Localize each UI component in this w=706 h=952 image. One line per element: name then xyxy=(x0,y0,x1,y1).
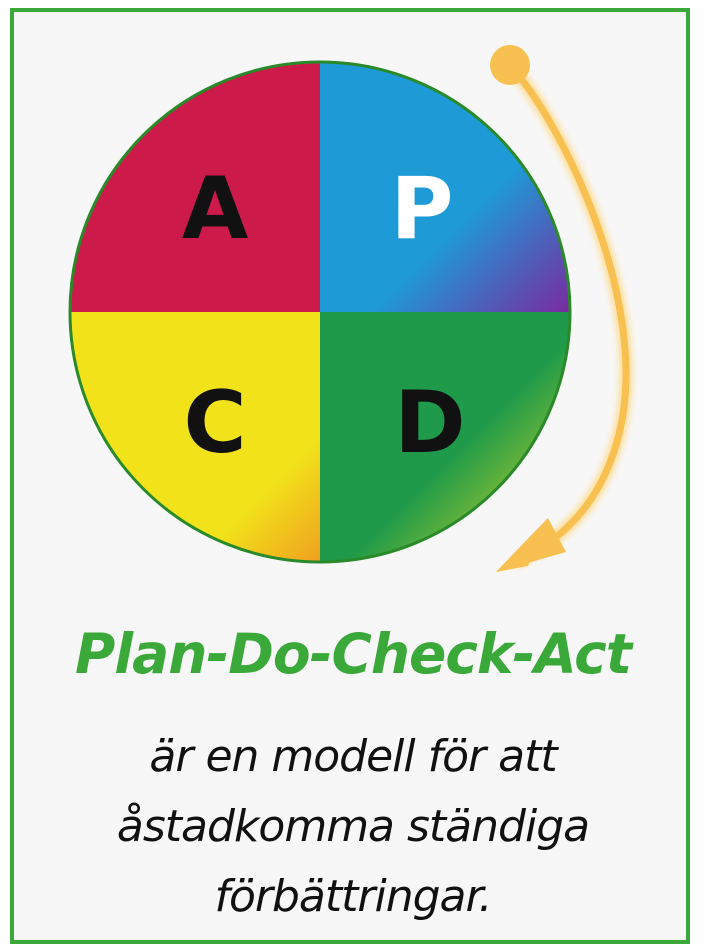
pdca-diagram: A P C D xyxy=(68,45,633,572)
description-line-1: är en modell för att xyxy=(149,731,557,782)
letter-d: D xyxy=(394,373,465,473)
arrow-start-dot xyxy=(490,45,530,85)
quadrant-do xyxy=(320,312,570,562)
quadrant-plan xyxy=(320,62,570,312)
cycle-arrow xyxy=(490,45,633,572)
quadrant-act xyxy=(70,62,320,312)
circle-outline xyxy=(68,60,572,564)
letter-p: P xyxy=(390,159,453,259)
description-line-2: åstadkomma ständiga xyxy=(116,801,590,852)
description-line-3: förbättringar. xyxy=(214,871,492,922)
letter-a: A xyxy=(182,159,249,259)
quadrant-check xyxy=(70,312,320,562)
description: är en modell för att åstadkomma ständiga… xyxy=(40,722,666,932)
title: Plan-Do-Check-Act xyxy=(74,622,632,686)
letter-c: C xyxy=(183,373,246,473)
